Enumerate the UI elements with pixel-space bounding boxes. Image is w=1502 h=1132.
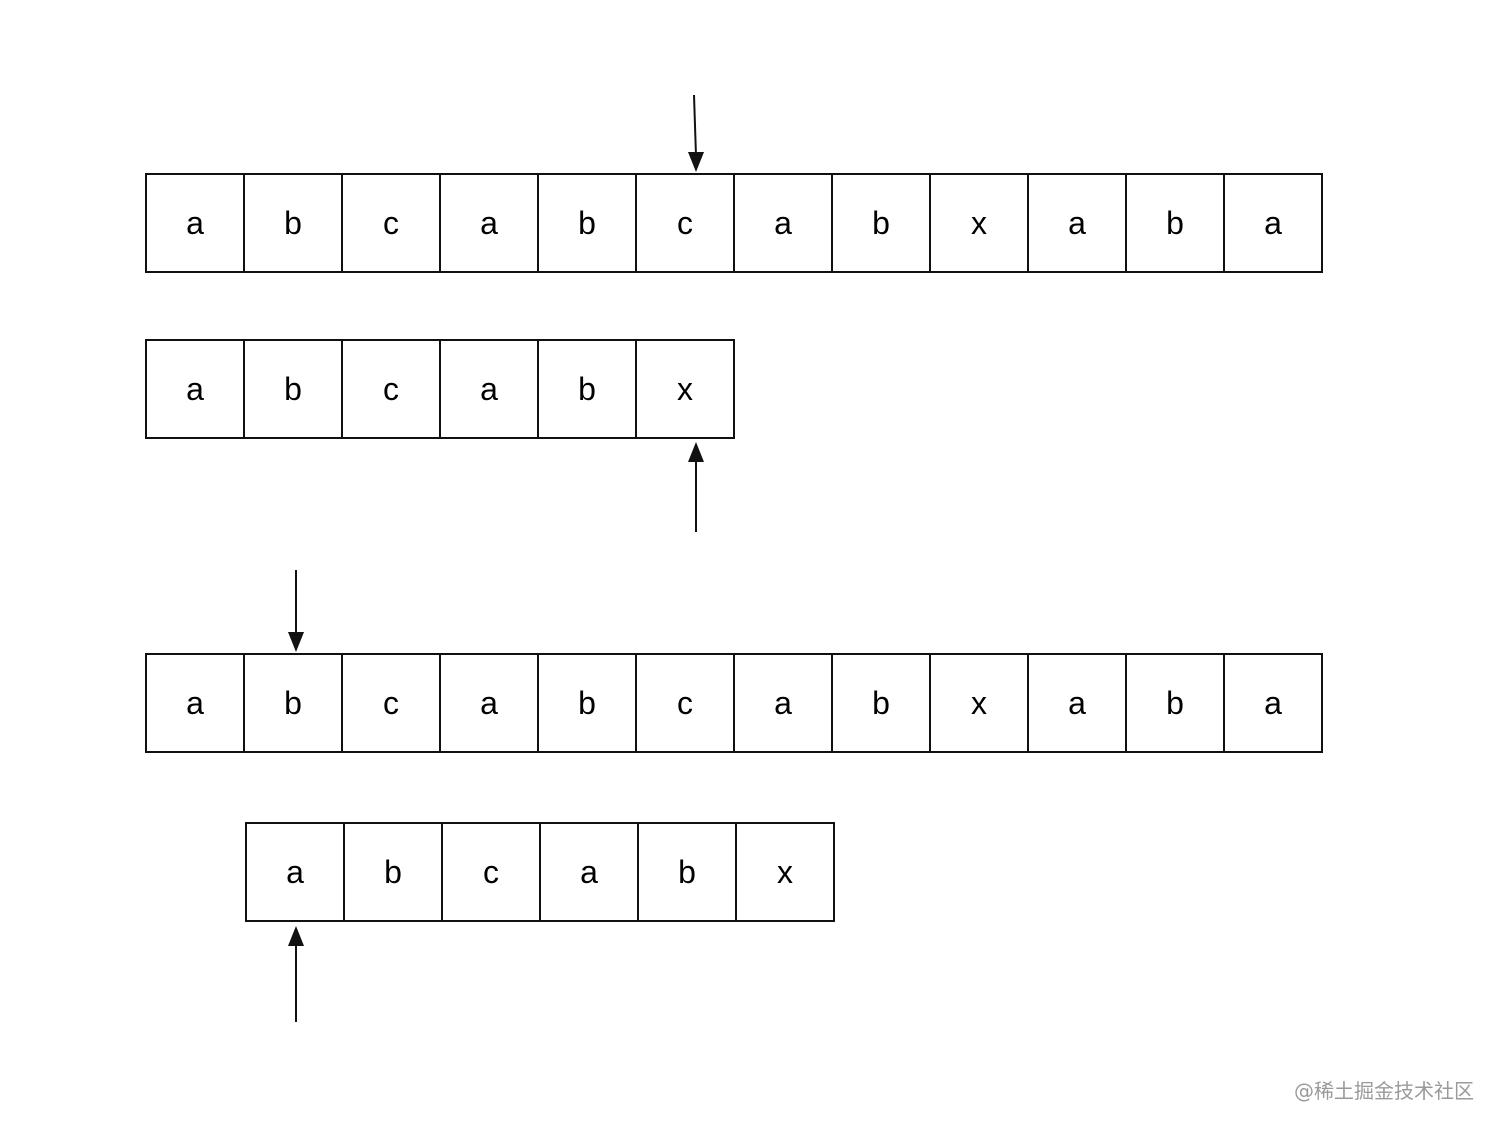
watermark-text: @稀土掘金技术社区 xyxy=(1294,1079,1474,1103)
main-pointer-arrow-step-2 xyxy=(288,570,304,652)
main-cell: b xyxy=(537,653,637,753)
main-cell: b xyxy=(1125,173,1225,273)
main-cell: c xyxy=(635,653,735,753)
pattern-cell: a xyxy=(145,339,245,439)
main-cell: a xyxy=(439,173,539,273)
main-cell: x xyxy=(929,653,1029,753)
pattern-cell: b xyxy=(243,339,343,439)
main-cell: a xyxy=(1223,653,1323,753)
main-cell: b xyxy=(243,653,343,753)
main-cell: a xyxy=(145,173,245,273)
main-cell: a xyxy=(439,653,539,753)
main-cell: x xyxy=(929,173,1029,273)
main-cell: a xyxy=(1027,653,1127,753)
pattern-cell: c xyxy=(341,339,441,439)
main-cell: b xyxy=(831,653,931,753)
main-cell: c xyxy=(341,653,441,753)
main-cell: a xyxy=(733,653,833,753)
pattern-cell: x xyxy=(735,822,835,922)
pattern-cell: b xyxy=(637,822,737,922)
pattern-pointer-arrow-step-2 xyxy=(288,926,304,1022)
main-cell: b xyxy=(537,173,637,273)
pattern-row-step-1: a b c a b x xyxy=(145,339,735,439)
main-cell: c xyxy=(635,173,735,273)
main-string-row-step-2: a b c a b c a b x a b a xyxy=(145,653,1323,753)
main-cell: c xyxy=(341,173,441,273)
main-cell: b xyxy=(1125,653,1225,753)
pattern-pointer-arrow-step-1 xyxy=(688,442,704,532)
main-cell: b xyxy=(831,173,931,273)
pattern-row-step-2: a b c a b x xyxy=(245,822,835,922)
pattern-cell: a xyxy=(539,822,639,922)
pattern-cell: b xyxy=(537,339,637,439)
main-cell: a xyxy=(1223,173,1323,273)
pattern-cell: c xyxy=(441,822,541,922)
main-cell: b xyxy=(243,173,343,273)
main-cell: a xyxy=(1027,173,1127,273)
pattern-cell: a xyxy=(245,822,345,922)
pattern-cell: a xyxy=(439,339,539,439)
pattern-cell: x xyxy=(635,339,735,439)
main-cell: a xyxy=(733,173,833,273)
pattern-cell: b xyxy=(343,822,443,922)
main-cell: a xyxy=(145,653,245,753)
main-pointer-arrow-step-1 xyxy=(688,94,704,172)
main-string-row-step-1: a b c a b c a b x a b a xyxy=(145,173,1323,273)
